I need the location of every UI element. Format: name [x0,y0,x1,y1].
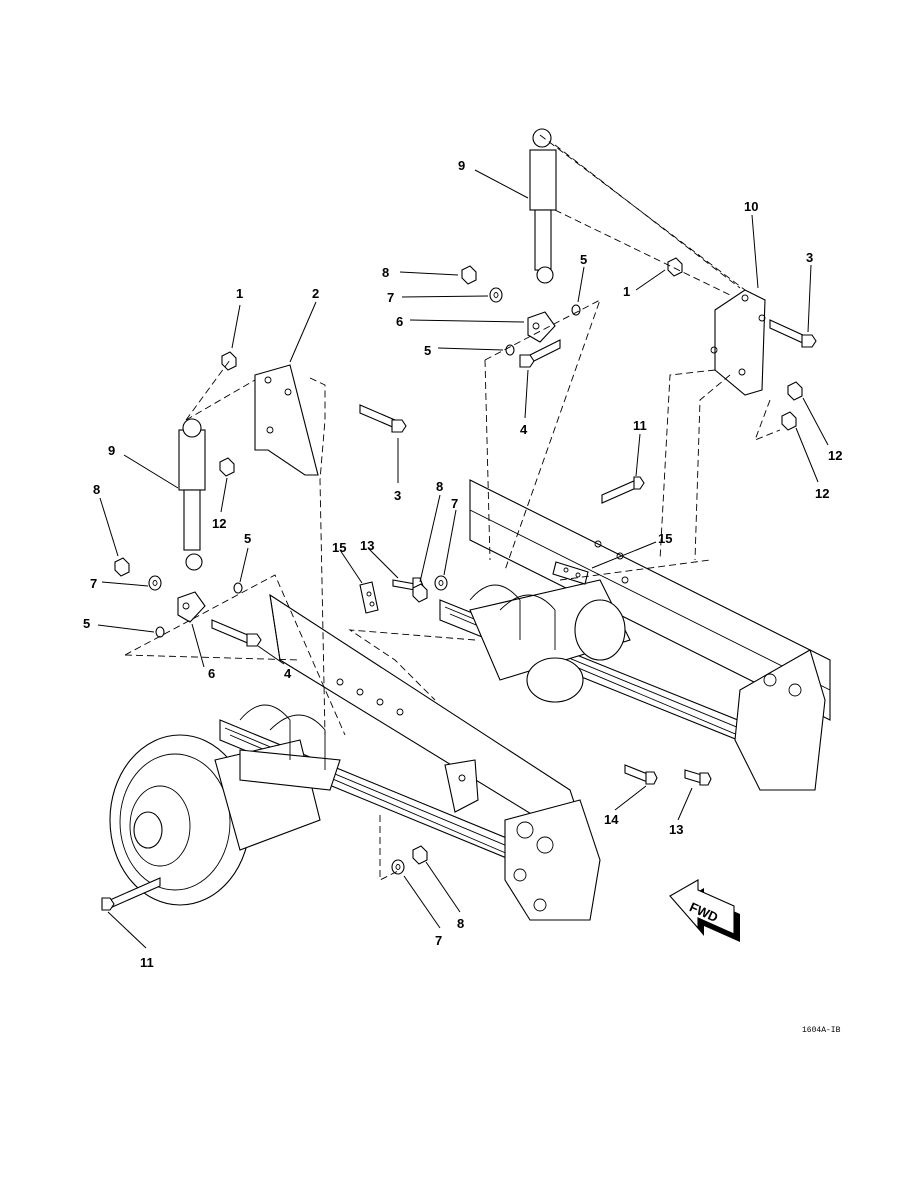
u-bolt-right [469,584,556,650]
spring-hanger-front-left [504,799,601,921]
nut-8-c [412,583,428,603]
bolt-11-upper [601,476,645,504]
shock-bracket-right [710,289,766,396]
frame-rail-right [469,479,831,721]
callout-15: 15 [658,531,672,546]
nut-12-a [219,457,235,477]
callout-7: 7 [387,290,394,305]
callout-4: 4 [284,666,292,681]
bolt-3-right [769,319,817,348]
nut-1-right [667,257,683,277]
shock-absorber-left [178,418,206,571]
nut-1-left [221,351,237,371]
callout-11: 11 [140,955,154,970]
leader-lines [97,169,829,949]
callout-12: 12 [815,486,829,501]
callout-8: 8 [436,479,443,494]
clip-15-left [359,581,379,614]
callout-5: 5 [83,616,90,631]
callout-3: 3 [806,250,813,265]
callout-13: 13 [360,538,374,553]
lower-bracket-left [444,759,479,813]
spacer-5-b [155,626,165,638]
axle-housing [239,579,631,791]
callout-9: 9 [108,443,115,458]
figure-code: 1604A-IB [802,1026,841,1035]
callout-5: 5 [580,252,587,267]
spacer-5-a [233,582,243,594]
callout-12: 12 [212,516,226,531]
callout-10: 10 [744,199,758,214]
callout-6: 6 [208,666,215,681]
callout-3: 3 [394,488,401,503]
callout-9: 9 [458,158,465,173]
callout-7: 7 [451,496,458,511]
forward-direction-arrow: FWD [669,879,740,942]
spacer-5-c [571,304,581,316]
callout-12: 12 [828,448,842,463]
washer-7-d [391,859,405,875]
shock-bracket-left [254,364,319,476]
bolt-3-left [359,404,407,433]
washer-7-a [148,575,162,591]
spring-hanger-front-right [734,649,826,791]
callout-2: 2 [312,286,319,301]
callout-1: 1 [623,284,630,299]
callout-5: 5 [244,531,251,546]
assembly-lines [124,134,781,881]
washer-7-c [434,575,448,591]
callout-15: 15 [332,540,346,555]
bolt-14 [624,764,658,785]
callout-11: 11 [633,418,647,433]
shock-absorber-right [529,128,557,284]
bolt-13-lower [684,769,712,786]
callout-13: 13 [669,822,683,837]
bolt-4-right [519,339,561,368]
callout-14: 14 [604,812,619,827]
callout-4: 4 [520,422,528,437]
nut-8-b [461,265,477,285]
lower-mount-right [527,311,556,343]
callout-8: 8 [382,265,389,280]
lower-mount-left [177,591,206,623]
clip-15-right [552,561,589,585]
nut-12-c [781,411,797,431]
u-bolt-left [239,704,326,770]
nut-12-b [787,381,803,401]
callout-7: 7 [435,933,442,948]
callout-8: 8 [93,482,100,497]
bolt-4-left [211,619,262,647]
bolt-11-lower [101,877,161,911]
nut-8-d [412,845,428,865]
callout-1: 1 [236,286,243,301]
callout-5: 5 [424,343,431,358]
callout-labels: 1 2 3 9 12 8 5 7 5 4 6 11 9 8 7 6 5 5 4 … [83,158,842,970]
callout-6: 6 [396,314,403,329]
callout-7: 7 [90,576,97,591]
washer-7-b [489,287,503,303]
callout-8: 8 [457,916,464,931]
nut-8-a [114,557,130,577]
